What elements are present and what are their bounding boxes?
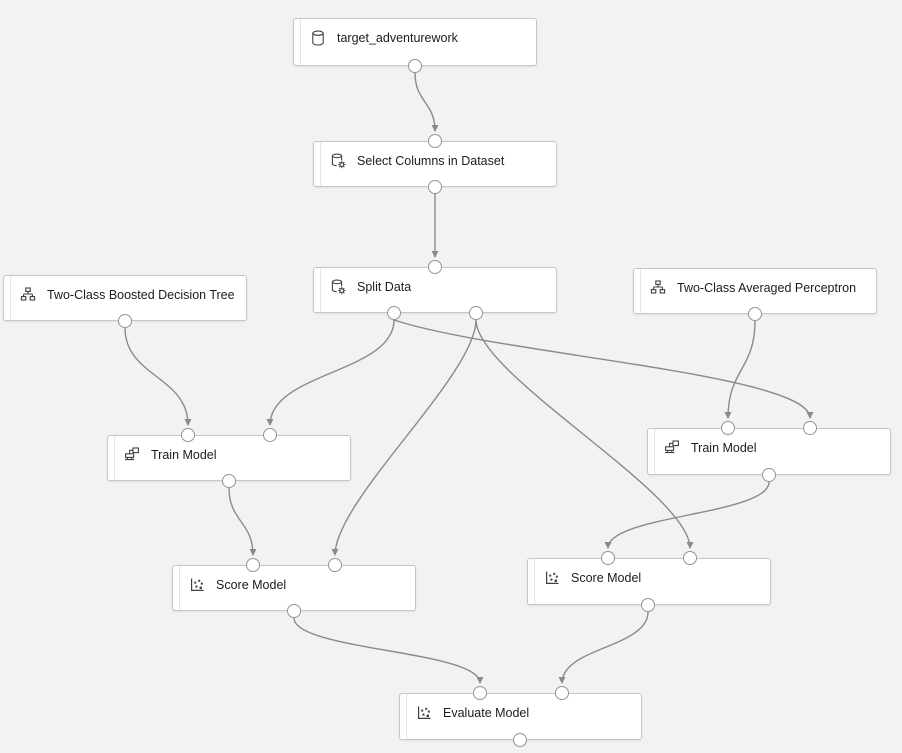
train_model_left-input-port-0[interactable] [181, 428, 195, 442]
train_model_right-input-port-0[interactable] [721, 421, 735, 435]
train-icon [124, 447, 140, 463]
edge-train_model_left.out.0-to-score_model_left.in.0[interactable] [228, 487, 257, 556]
score_model_right-input-port-0[interactable] [601, 551, 615, 565]
train_model_right-input-port-1[interactable] [803, 421, 817, 435]
edge-split_data.out.0-to-train_model_left.in.1[interactable] [266, 319, 395, 426]
edge-split_data.out.1-to-score_model_left.in.1[interactable] [331, 319, 477, 556]
node-label: target_adventurework [337, 31, 458, 45]
split_data-output-port-1[interactable] [469, 306, 483, 320]
database-gear-icon [330, 153, 346, 169]
node-evaluate_model[interactable]: Evaluate Model [399, 693, 642, 740]
score_model_left-input-port-1[interactable] [328, 558, 342, 572]
node-boosted_tree[interactable]: Two-Class Boosted Decision Tree [3, 275, 247, 321]
node-label: Score Model [216, 578, 287, 592]
select_columns-output-port-0[interactable] [428, 180, 442, 194]
hierarchy-icon [20, 287, 36, 303]
node-label: Evaluate Model [443, 706, 530, 720]
node-target_dataset[interactable]: target_adventurework [293, 18, 537, 66]
evaluate_model-input-port-0[interactable] [473, 686, 487, 700]
evaluate_model-output-port-0[interactable] [513, 733, 527, 747]
hierarchy-icon [650, 280, 666, 296]
train_model_left-output-port-0[interactable] [222, 474, 236, 488]
split_data-input-port-0[interactable] [428, 260, 442, 274]
boosted_tree-output-port-0[interactable] [118, 314, 132, 328]
node-label: Train Model [151, 448, 217, 462]
split_data-output-port-0[interactable] [387, 306, 401, 320]
train-icon [664, 440, 680, 456]
score_model_right-input-port-1[interactable] [683, 551, 697, 565]
target_dataset-output-port-0[interactable] [408, 59, 422, 73]
database-icon [310, 30, 326, 46]
edge-split_data.out.1-to-score_model_right.in.1[interactable] [475, 319, 694, 549]
edge-averaged_perceptron.out.0-to-train_model_right.in.0[interactable] [724, 320, 756, 419]
node-label: Two-Class Averaged Perceptron [677, 281, 857, 295]
select_columns-input-port-0[interactable] [428, 134, 442, 148]
node-label: Score Model [571, 571, 642, 585]
node-label: Two-Class Boosted Decision Tree [47, 288, 235, 302]
edge-score_model_right.out.0-to-evaluate_model.in.1[interactable] [558, 611, 649, 684]
node-label: Split Data [357, 280, 412, 294]
node-split_data[interactable]: Split Data [313, 267, 557, 313]
edge-split_data.out.0-to-train_model_right.in.1[interactable] [393, 319, 814, 419]
edge-boosted_tree.out.0-to-train_model_left.in.0[interactable] [124, 327, 192, 426]
score_model_right-output-port-0[interactable] [641, 598, 655, 612]
scatter-icon [416, 705, 432, 721]
edge-score_model_left.out.0-to-evaluate_model.in.0[interactable] [293, 617, 484, 684]
averaged_perceptron-output-port-0[interactable] [748, 307, 762, 321]
evaluate_model-input-port-1[interactable] [555, 686, 569, 700]
node-label: Select Columns in Dataset [357, 154, 505, 168]
node-averaged_perceptron[interactable]: Two-Class Averaged Perceptron [633, 268, 877, 314]
scatter-icon [189, 577, 205, 593]
score_model_left-output-port-0[interactable] [287, 604, 301, 618]
database-gear-icon [330, 279, 346, 295]
edge-target_dataset.out.0-to-select_columns.in.0[interactable] [414, 72, 439, 132]
edge-train_model_right.out.0-to-score_model_right.in.0[interactable] [604, 481, 770, 549]
scatter-icon [544, 570, 560, 586]
train_model_left-input-port-1[interactable] [263, 428, 277, 442]
score_model_left-input-port-0[interactable] [246, 558, 260, 572]
node-score_model_left[interactable]: Score Model [172, 565, 416, 611]
node-score_model_right[interactable]: Score Model [527, 558, 771, 605]
train_model_right-output-port-0[interactable] [762, 468, 776, 482]
node-label: Train Model [691, 441, 757, 455]
